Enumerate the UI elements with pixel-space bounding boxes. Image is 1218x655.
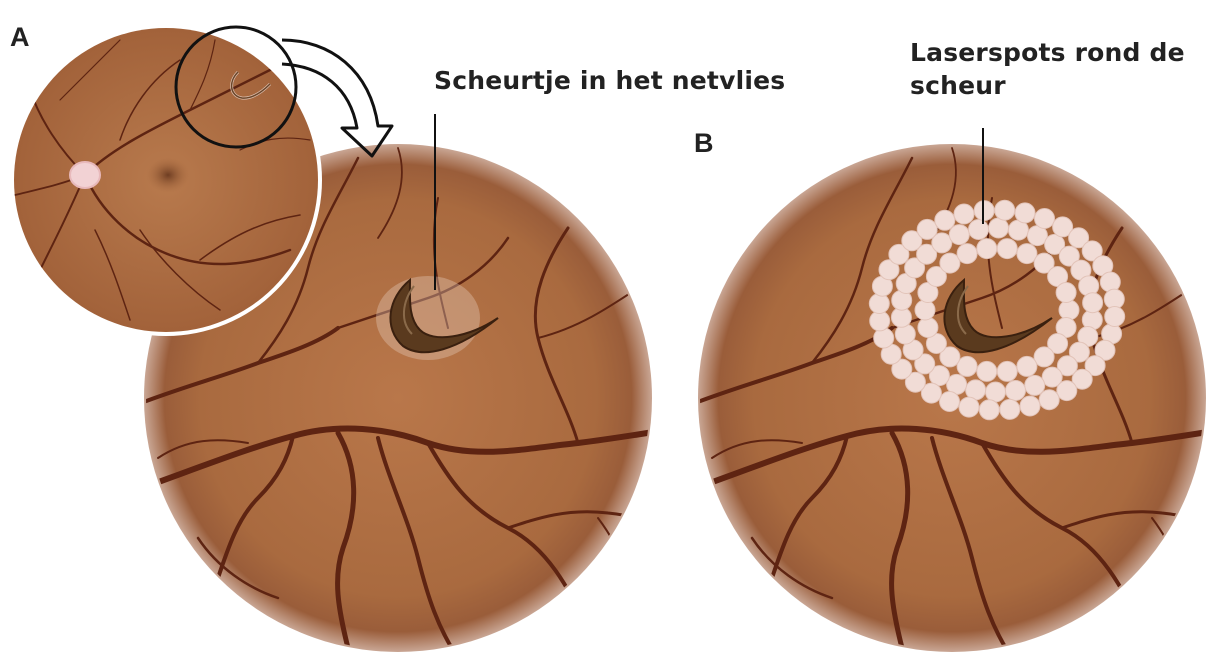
laser-spot bbox=[874, 328, 894, 348]
laser-spot bbox=[974, 201, 994, 221]
laser-spot bbox=[1035, 209, 1055, 229]
laser-spot bbox=[969, 220, 989, 240]
laser-spot bbox=[935, 210, 955, 230]
laser-spot bbox=[940, 392, 960, 412]
laser-spot bbox=[940, 253, 960, 273]
laser-spot bbox=[1020, 396, 1040, 416]
laser-spot bbox=[1059, 300, 1079, 320]
laser-spot bbox=[997, 361, 1017, 381]
laser-spot bbox=[957, 356, 977, 376]
tear-label: Scheurtje in het netvlies bbox=[434, 64, 785, 97]
laser-spot bbox=[997, 239, 1017, 259]
laser-spot bbox=[979, 400, 999, 420]
laser-spot bbox=[1057, 381, 1077, 401]
laser-spot bbox=[1017, 244, 1037, 264]
laser-spot bbox=[1034, 347, 1054, 367]
laser-spot bbox=[954, 204, 974, 224]
laser-label-line2: scheur bbox=[910, 69, 1185, 102]
panel-label-b: B bbox=[694, 128, 714, 159]
laser-spot bbox=[977, 239, 997, 259]
laser-spot bbox=[1000, 399, 1020, 419]
laser-spot bbox=[918, 318, 938, 338]
laser-spot bbox=[915, 300, 935, 320]
laser-spot bbox=[957, 244, 977, 264]
laser-spot bbox=[869, 294, 889, 314]
laser-spot bbox=[1105, 307, 1125, 327]
laser-label: Laserspots rond de scheur bbox=[910, 36, 1185, 102]
fundus-overview bbox=[10, 24, 322, 336]
laser-spot bbox=[1017, 356, 1037, 376]
laser-spot bbox=[959, 397, 979, 417]
laser-spot bbox=[989, 218, 1009, 238]
laser-spot bbox=[1100, 272, 1120, 292]
laser-label-line1: Laserspots rond de bbox=[910, 36, 1185, 69]
laser-spot bbox=[995, 200, 1015, 220]
panel-label-a: A bbox=[10, 22, 30, 53]
fundus-b bbox=[682, 144, 1218, 655]
laser-spot bbox=[986, 382, 1006, 402]
laser-spot bbox=[1006, 381, 1026, 401]
laser-spot bbox=[977, 361, 997, 381]
laser-spot bbox=[1056, 283, 1076, 303]
laser-spot bbox=[1015, 203, 1035, 223]
laser-spot bbox=[1083, 293, 1103, 313]
laser-spot bbox=[1039, 390, 1059, 410]
laser-spot bbox=[917, 219, 937, 239]
